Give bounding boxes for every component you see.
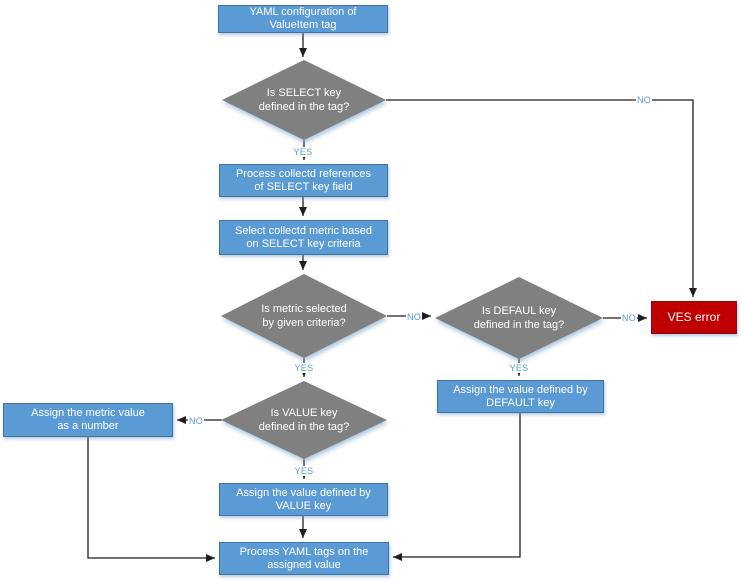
- connector-default-to-process-tags: [393, 413, 521, 561]
- decision-is-metric-selected: Is metric selected by given criteria?: [221, 274, 387, 358]
- node-yaml-config: YAML configuration of ValueItem tag: [218, 5, 388, 33]
- decision-is-value-key: Is VALUE key defined in the tag?: [221, 381, 387, 459]
- decision-is-metric-selected-shape: Is metric selected by given criteria?: [221, 274, 387, 358]
- edge-label-no-default: NO: [620, 313, 638, 323]
- decision-is-default-key-shape: Is DEFAUL key defined in the tag?: [435, 277, 603, 359]
- edge-label-no-value: NO: [187, 416, 205, 426]
- decision-is-default-key: Is DEFAUL key defined in the tag?: [435, 277, 603, 359]
- node-process-references: Process collectd references of SELECT ke…: [219, 164, 388, 197]
- node-assign-value: Assign the value defined by VALUE key: [219, 483, 388, 516]
- connector-number-to-process-tags: [87, 437, 215, 562]
- edge-label-yes-value: YES: [293, 466, 315, 476]
- edge-label-yes-select: YES: [292, 147, 314, 157]
- node-assign-default: Assign the value defined by DEFAULT key: [437, 380, 604, 413]
- decision-is-value-key-shape: Is VALUE key defined in the tag?: [221, 381, 387, 459]
- node-select-metric: Select collectd metric based on SELECT k…: [219, 220, 388, 255]
- node-process-yaml-tags: Process YAML tags on the assigned value: [219, 542, 389, 575]
- node-assign-metric-number: Assign the metric value as a number: [3, 403, 173, 437]
- edge-label-no-metric: NO: [405, 312, 423, 322]
- edge-label-yes-default: YES: [508, 363, 530, 373]
- decision-is-select-key-shape: Is SELECT key defined in the tag?: [222, 60, 386, 140]
- node-ves-error: VES error: [651, 301, 737, 334]
- edge-label-no-select: NO: [635, 95, 653, 105]
- edge-label-yes-metric: YES: [293, 363, 315, 373]
- decision-is-select-key: Is SELECT key defined in the tag?: [222, 60, 386, 140]
- connector-select-no-to-ves: [386, 99, 697, 297]
